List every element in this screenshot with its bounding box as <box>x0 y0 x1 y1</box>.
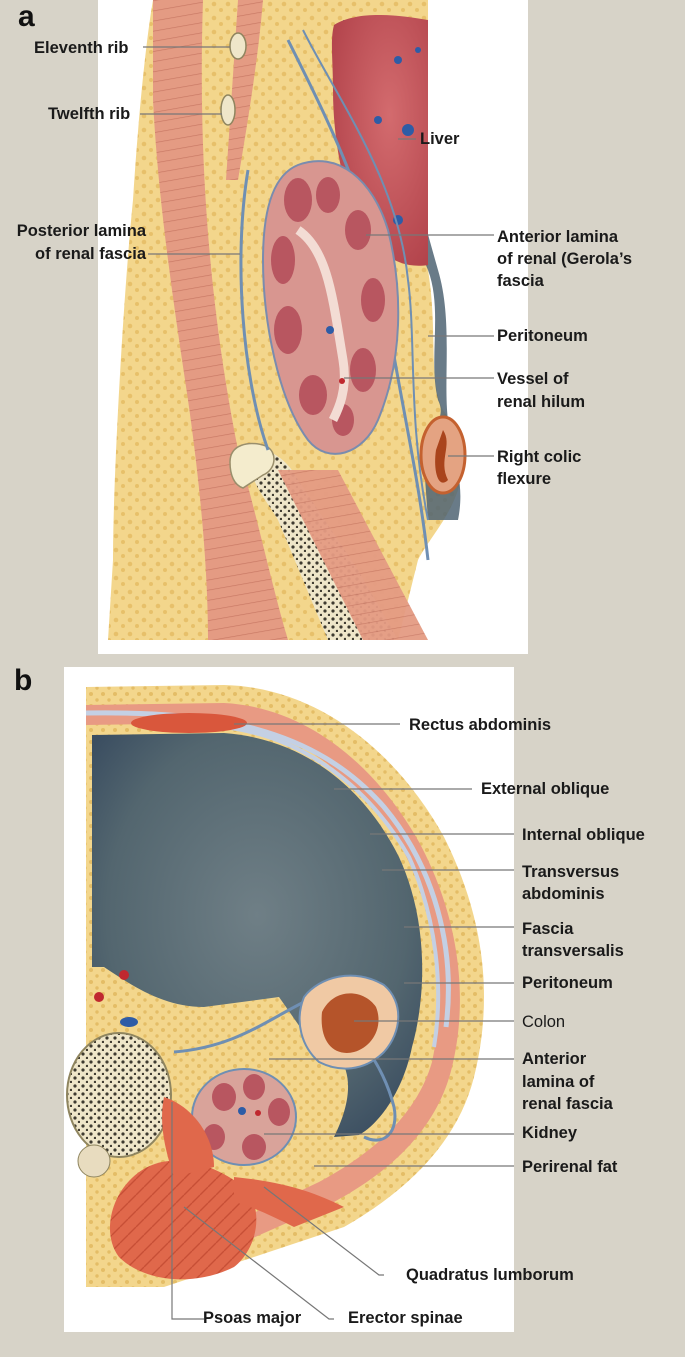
lower-muscle <box>278 470 428 640</box>
bone-head <box>229 442 275 489</box>
label-colon: Colon <box>522 1013 566 1031</box>
panel-a <box>98 0 528 654</box>
back-muscles <box>153 0 288 640</box>
leader-erector <box>183 1206 334 1320</box>
quadratus-shape <box>234 1177 344 1227</box>
vertebra-shape <box>66 1032 172 1158</box>
label-quadratus: Quadratus lumborum <box>406 1266 574 1284</box>
label-twelfth-rib: Twelfth rib <box>48 105 131 123</box>
label-peritoneum-a: Peritoneum <box>497 327 588 345</box>
label-anterior-3: renal fascia <box>522 1095 613 1113</box>
label-vessel-2: renal hilum <box>497 393 586 411</box>
label-external-oblique: External oblique <box>481 780 610 798</box>
panel-b-illustration <box>66 685 514 1320</box>
label-liver: Liver <box>420 130 460 148</box>
label-psoas: Psoas major <box>203 1309 302 1327</box>
panel-a-illustration <box>108 0 494 640</box>
label-anterior-lamina-2: of renal (Gerola’s <box>497 250 633 268</box>
label-posterior-lamina-1: Posterior lamina <box>16 222 146 240</box>
panel-a-letter: a <box>18 0 35 33</box>
label-colic-2: flexure <box>497 470 552 488</box>
label-fascia-2: transversalis <box>522 942 624 960</box>
rectus-shape <box>131 713 247 733</box>
eleventh-rib-shape <box>229 32 247 60</box>
leader-psoas <box>171 1102 204 1320</box>
label-kidney: Kidney <box>522 1124 578 1142</box>
label-transversus-1: Transversus <box>522 863 620 881</box>
label-transversus-2: abdominis <box>522 885 605 903</box>
panel-b <box>64 667 514 1332</box>
leader-quadratus <box>263 1186 384 1276</box>
label-anterior-lamina-1: Anterior lamina <box>497 228 619 246</box>
psoas-shape <box>162 1097 214 1177</box>
panel-b-letter: b <box>14 664 33 697</box>
label-anterior-2: lamina of <box>522 1073 595 1091</box>
label-perirenal-fat: Perirenal fat <box>522 1158 618 1176</box>
label-colic-1: Right colic <box>497 448 582 466</box>
erector-shape <box>109 1160 257 1280</box>
label-peritoneum-b: Peritoneum <box>522 974 613 992</box>
label-eleventh-rib: Eleventh rib <box>34 39 129 57</box>
label-anterior-lamina-3: fascia <box>497 272 544 290</box>
label-rectus: Rectus abdominis <box>409 716 552 734</box>
label-vessel-1: Vessel of <box>497 370 569 388</box>
label-anterior-1: Anterior <box>522 1050 587 1068</box>
label-erector: Erector spinae <box>348 1309 463 1327</box>
label-internal-oblique: Internal oblique <box>522 826 645 844</box>
posterior-fascia-line <box>239 169 270 451</box>
twelfth-rib-shape <box>220 94 236 126</box>
label-fascia-1: Fascia <box>522 920 574 938</box>
label-posterior-lamina-2: of renal fascia <box>35 245 146 263</box>
